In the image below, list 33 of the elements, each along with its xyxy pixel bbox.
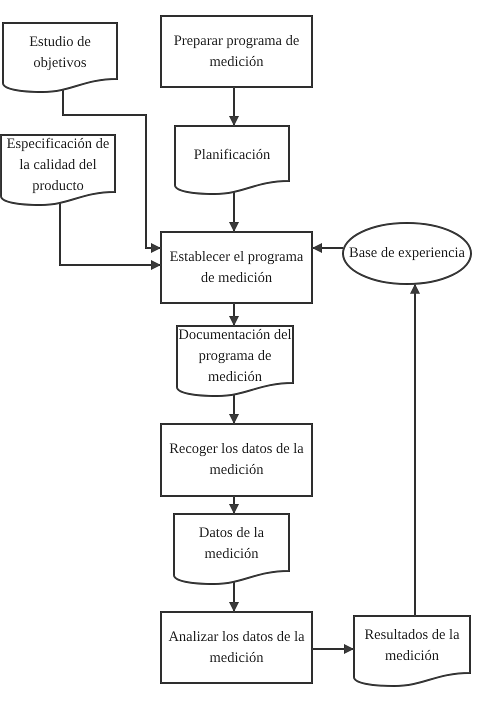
document-shape [2,22,118,93]
data-store-ellipse [342,222,472,285]
document-shape [173,513,290,585]
node-label: Establecer el programa de medición [168,248,304,288]
arrow [312,243,343,253]
node-label: Resultados de la medición [363,626,461,666]
node-label: Preparar programa de medición [172,32,300,72]
arrow [229,192,239,232]
arrow [59,203,161,270]
node-label: Especificación de la calidad del producto [6,134,110,196]
arrow [313,644,354,654]
process-box [160,231,313,304]
arrow [229,304,239,326]
arrow [229,582,239,612]
document-shape [176,325,294,397]
arrow [229,88,239,126]
arrow [229,394,239,424]
node-label: Estudio de objetivos [28,32,92,72]
arrow [410,284,420,615]
node-label: Documentación del programa de medición [177,326,293,386]
process-box [160,611,313,684]
arrow [62,90,161,253]
document-shape [353,615,471,687]
process-box [160,15,313,88]
node-label: Recoger los datos de la medición [168,440,305,480]
document-shape [174,125,290,195]
node-label: Analizar los datos de la medición [167,628,306,668]
node-label: Base de experiencia [349,244,465,263]
process-box [160,423,313,497]
node-label: Datos de la medición [198,524,266,564]
arrow [229,497,239,514]
document-shape [0,134,116,206]
node-label: Planificación [194,146,270,164]
